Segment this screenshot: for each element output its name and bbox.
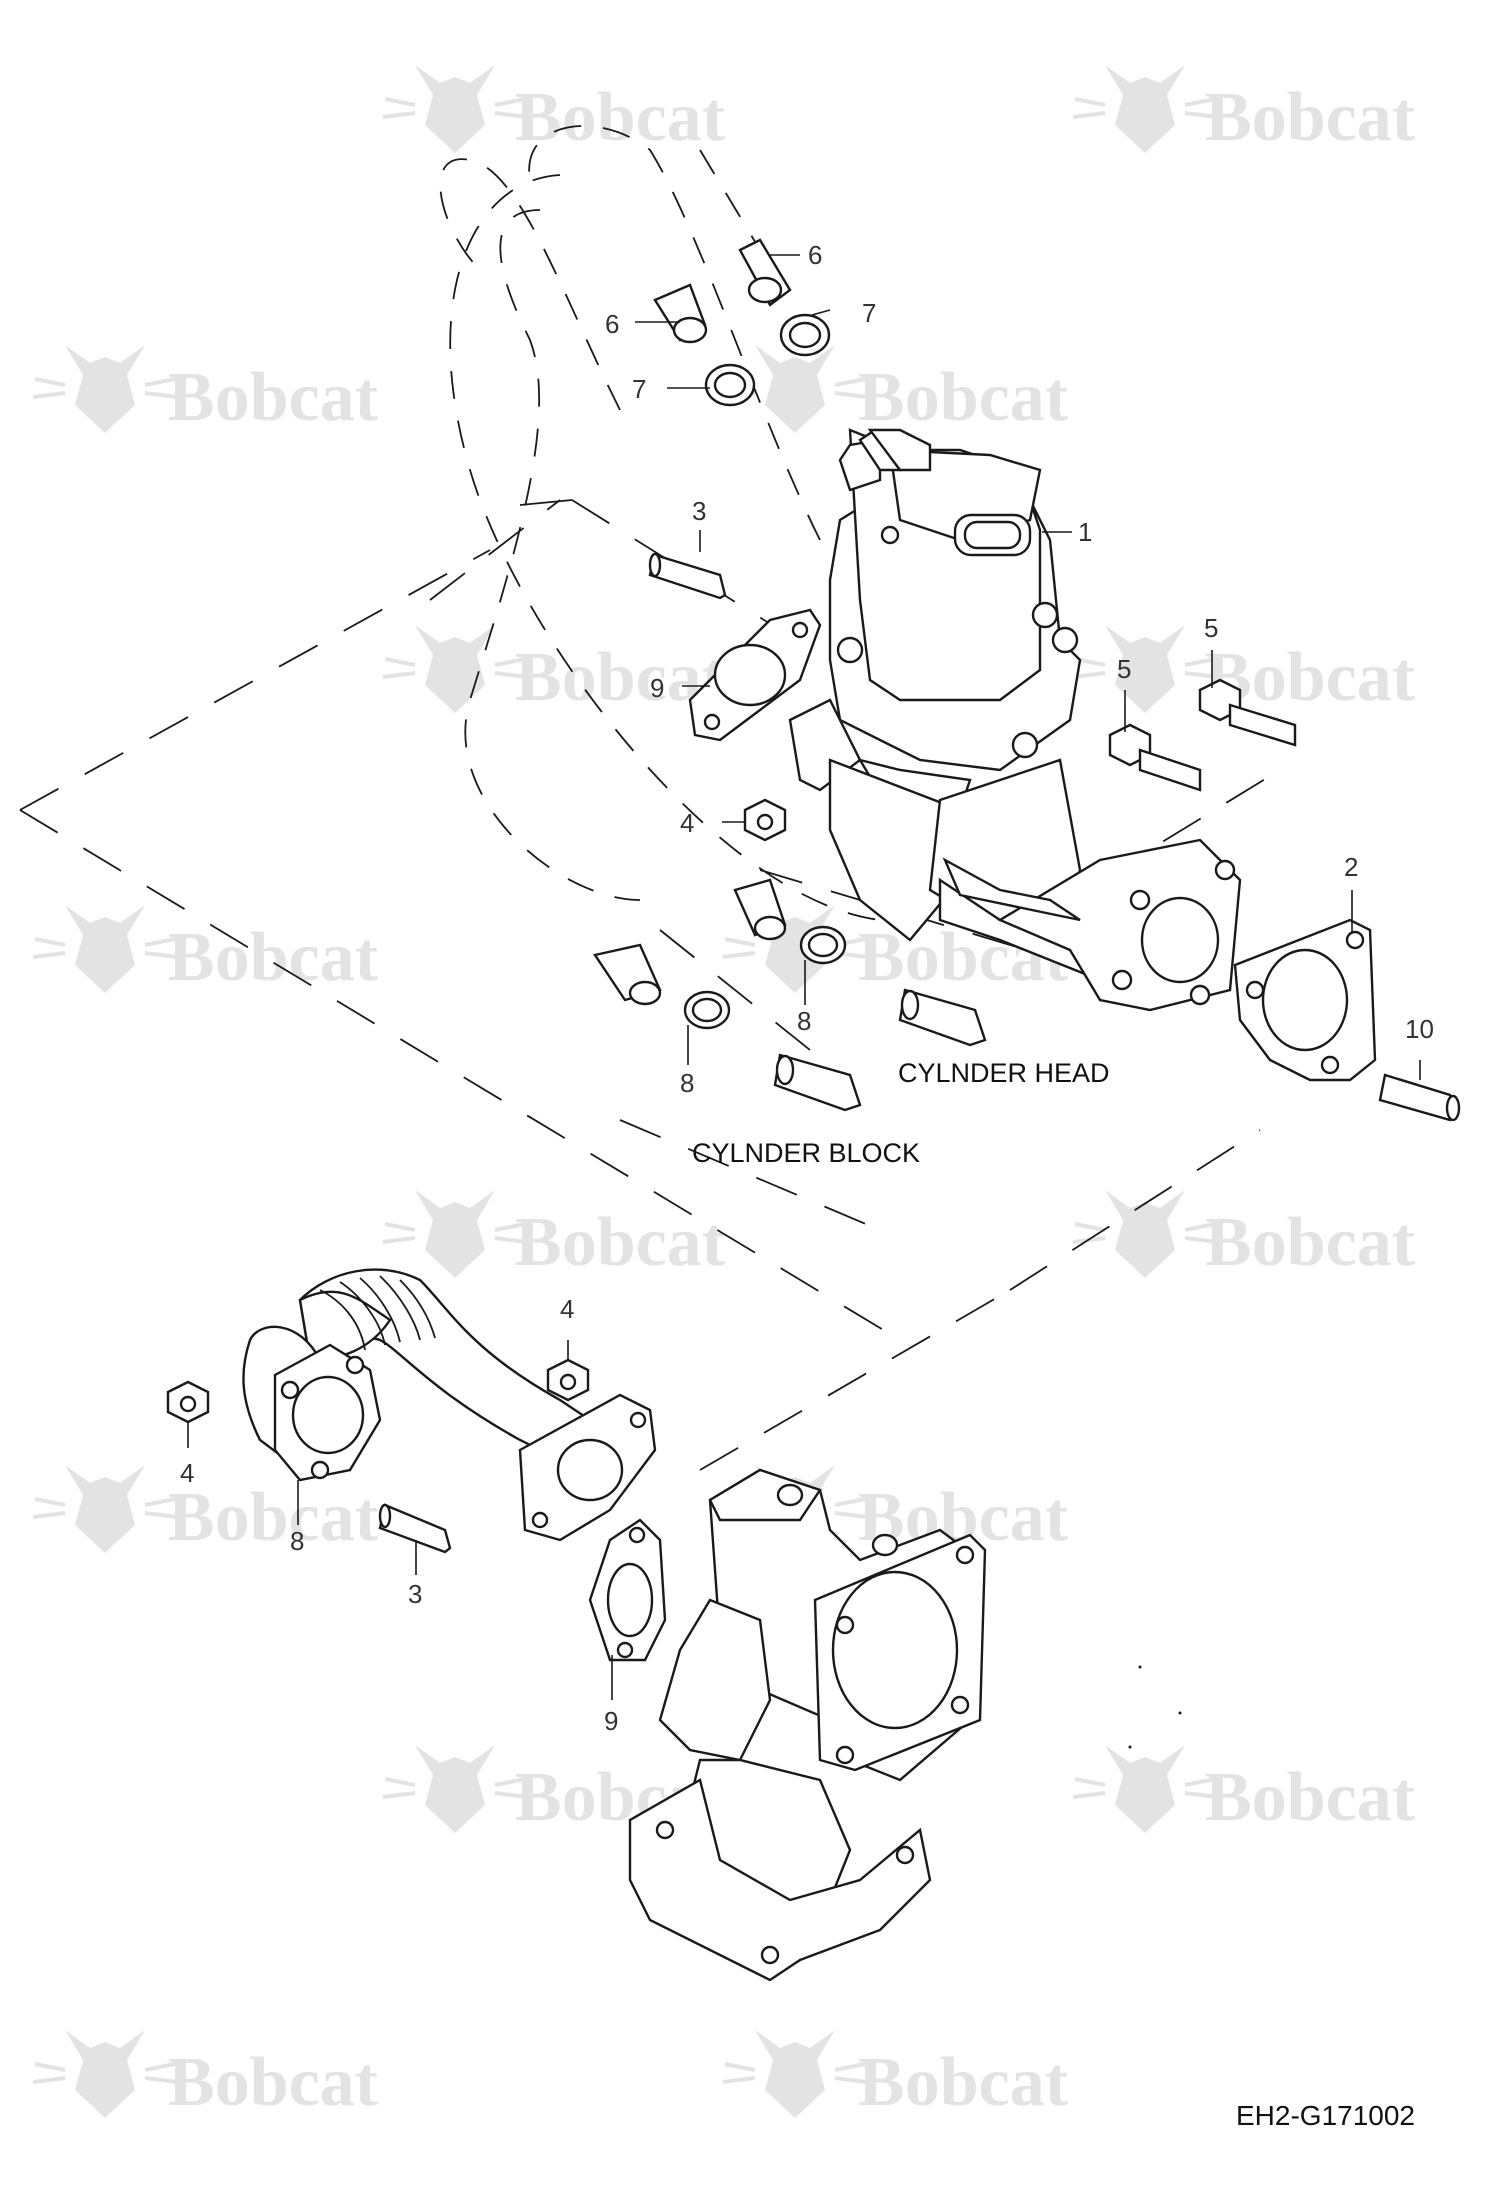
watermark-text: Bobcat bbox=[168, 919, 378, 996]
watermark-logo-icon bbox=[31, 343, 179, 435]
guide-line-8 bbox=[699, 1289, 1011, 1471]
watermark-logo-icon bbox=[31, 2028, 179, 2120]
callout-8-a: 8 bbox=[797, 1006, 811, 1036]
egr-valve-part-1 bbox=[788, 428, 1242, 1012]
hose-path-top bbox=[699, 149, 761, 251]
stray-dots bbox=[1128, 1665, 1182, 1749]
callout-3-upper: 3 bbox=[692, 496, 706, 526]
intake-housing-lower bbox=[628, 1468, 987, 1982]
guide-line-3 bbox=[429, 499, 561, 601]
fitting-cylinder-head bbox=[898, 988, 987, 1047]
callout-9-upper: 9 bbox=[650, 673, 664, 703]
guide-line-6 bbox=[659, 929, 811, 1051]
stud-part-3-upper bbox=[648, 552, 727, 600]
watermark-text: Bobcat bbox=[1205, 1204, 1415, 1281]
callout-7-a: 7 bbox=[862, 298, 876, 328]
clamp-part-8a bbox=[799, 925, 847, 965]
callout-8-c: 8 bbox=[290, 1526, 304, 1556]
guide-bracket bbox=[519, 499, 573, 506]
watermark-logo-icon bbox=[31, 903, 179, 995]
flange-bolt-part-5b bbox=[1108, 723, 1202, 792]
watermark-logo-icon bbox=[31, 1463, 179, 1555]
hose-part-middle-b bbox=[593, 943, 662, 1006]
watermark-text: Bobcat bbox=[1205, 1759, 1415, 1836]
cylinder-block-label: CYLNDER BLOCK bbox=[692, 1138, 920, 1168]
stud-part-3-lower bbox=[378, 1503, 452, 1554]
watermark-logo-icon bbox=[1071, 1743, 1219, 1835]
callout-10: 10 bbox=[1405, 1014, 1434, 1044]
watermark-text: Bobcat bbox=[168, 2044, 378, 2121]
assembly-lines bbox=[19, 125, 1281, 1471]
guide-line-4 bbox=[571, 499, 781, 631]
callout-8-b: 8 bbox=[680, 1068, 694, 1098]
callout-1: 1 bbox=[1078, 517, 1092, 547]
callout-6-b: 6 bbox=[605, 309, 619, 339]
nut-part-4-middle bbox=[743, 798, 787, 842]
watermark-text: Bobcat bbox=[515, 1204, 725, 1281]
hose-part-6a bbox=[738, 238, 792, 307]
clamp-part-7a bbox=[779, 313, 831, 357]
cylinder-head-label: CYLNDER HEAD bbox=[898, 1058, 1110, 1088]
drawing-code: EH2-G171002 bbox=[1236, 2100, 1415, 2131]
callout-2: 2 bbox=[1344, 852, 1358, 882]
hose-part-middle-a bbox=[733, 878, 787, 941]
watermark-text: Bobcat bbox=[168, 359, 378, 436]
watermark-logo-icon bbox=[1071, 623, 1219, 715]
gasket-part-2 bbox=[1233, 918, 1377, 1082]
callout-4-middle: 4 bbox=[680, 808, 694, 838]
callout-6-a: 6 bbox=[808, 240, 822, 270]
watermark-logo-icon bbox=[721, 2028, 869, 2120]
callout-labels: 1 2 10 3 5 5 6 6 7 7 4 9 8 8 4 4 8 3 9 bbox=[180, 240, 1434, 1736]
hose-path-upper bbox=[439, 158, 621, 411]
gasket-part-9-upper bbox=[688, 608, 822, 742]
callout-9-lower: 9 bbox=[604, 1706, 618, 1736]
callout-7-b: 7 bbox=[632, 374, 646, 404]
leader-lines bbox=[187, 254, 1421, 1700]
hose-path-outer bbox=[528, 125, 821, 541]
hose-path-left bbox=[464, 209, 641, 901]
watermark-text: Bobcat bbox=[168, 1479, 378, 1556]
guide-line-9 bbox=[1009, 1129, 1261, 1291]
nut-part-4-lower-left bbox=[166, 1380, 210, 1424]
watermark-logo-icon bbox=[1071, 63, 1219, 155]
fitting-cylinder-block bbox=[773, 1053, 862, 1112]
guide-line-2 bbox=[19, 809, 901, 1341]
watermark-logo-icon bbox=[381, 623, 529, 715]
stud-bolt-part-10 bbox=[1378, 1073, 1461, 1122]
hose-path-left-outer bbox=[449, 174, 881, 921]
watermark-logo-icon bbox=[381, 1743, 529, 1835]
nut-part-4-lower-right bbox=[546, 1358, 590, 1402]
clamp-part-8b bbox=[683, 990, 731, 1030]
callout-4-lower-right: 4 bbox=[560, 1294, 574, 1324]
watermark-logo-icon bbox=[381, 63, 529, 155]
watermark-logo-icon bbox=[381, 1188, 529, 1280]
clamp-part-7b bbox=[704, 363, 756, 407]
gasket-part-9-lower bbox=[588, 1518, 667, 1662]
callout-3-lower: 3 bbox=[408, 1579, 422, 1609]
callout-5-a: 5 bbox=[1204, 613, 1218, 643]
callout-4-lower-left: 4 bbox=[180, 1458, 194, 1488]
callout-5-b: 5 bbox=[1117, 654, 1131, 684]
flange-bolt-part-5a bbox=[1198, 678, 1297, 747]
watermark-text: Bobcat bbox=[1205, 79, 1415, 156]
watermark-text: Bobcat bbox=[858, 2044, 1068, 2121]
guide-line-1 bbox=[19, 549, 491, 811]
watermark-text: Bobcat bbox=[515, 79, 725, 156]
egr-pipe-lower bbox=[242, 1268, 657, 1542]
hose-part-6b bbox=[653, 283, 708, 344]
guide-line-10 bbox=[619, 1119, 881, 1231]
watermark-text: Bobcat bbox=[858, 359, 1068, 436]
